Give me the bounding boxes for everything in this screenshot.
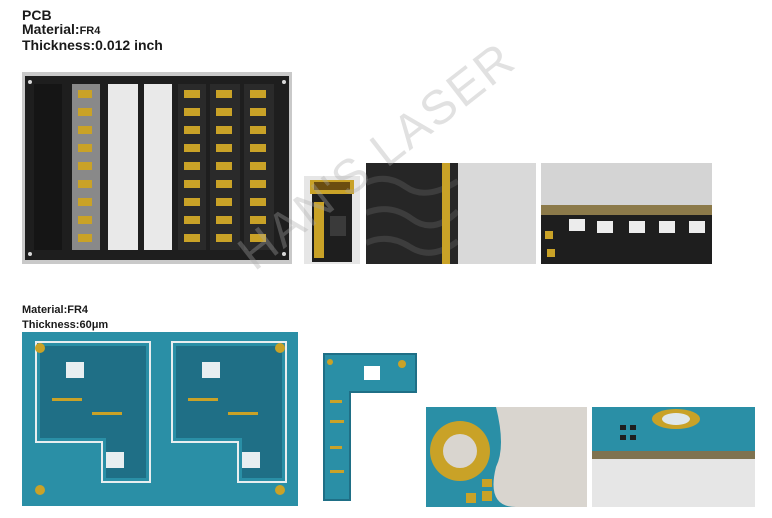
section2-material-label: Material: — [22, 304, 68, 316]
section2-thickness-value: 60μm — [79, 319, 109, 331]
section2-thickness-label: Thickness: — [22, 319, 80, 331]
section1-thickness-value: 0.012 inch — [95, 37, 163, 53]
section2-material: Material:FR4 — [22, 302, 108, 317]
single-blue-board-photo — [316, 350, 420, 506]
black-pcb-closeup-photo — [366, 163, 536, 264]
section1-material-value: FR4 — [79, 25, 101, 37]
pcb-edge-profile-photo — [541, 163, 712, 264]
gold-pad-closeup-photo — [426, 407, 587, 507]
section1-thickness-label: Thickness: — [22, 37, 96, 53]
section1-material-label: Material: — [22, 21, 80, 37]
section2-header: Material:FR4 Thickness:60μm — [22, 302, 108, 332]
section2-material-value: FR4 — [67, 304, 89, 316]
section1-title: PCB — [22, 7, 52, 23]
blue-pcb-panel-photo — [22, 332, 298, 506]
black-pcb-panel-photo — [22, 72, 292, 264]
section1-thickness: Thickness:0.012 inch — [22, 38, 163, 53]
flex-cable-photo — [304, 176, 360, 264]
section1-header: PCB Material:FR4 Thickness:0.012 inch — [22, 8, 163, 53]
section2-thickness: Thickness:60μm — [22, 317, 108, 332]
blue-pcb-edge-photo — [592, 407, 755, 507]
section1-material: Material:FR4 — [22, 22, 163, 38]
